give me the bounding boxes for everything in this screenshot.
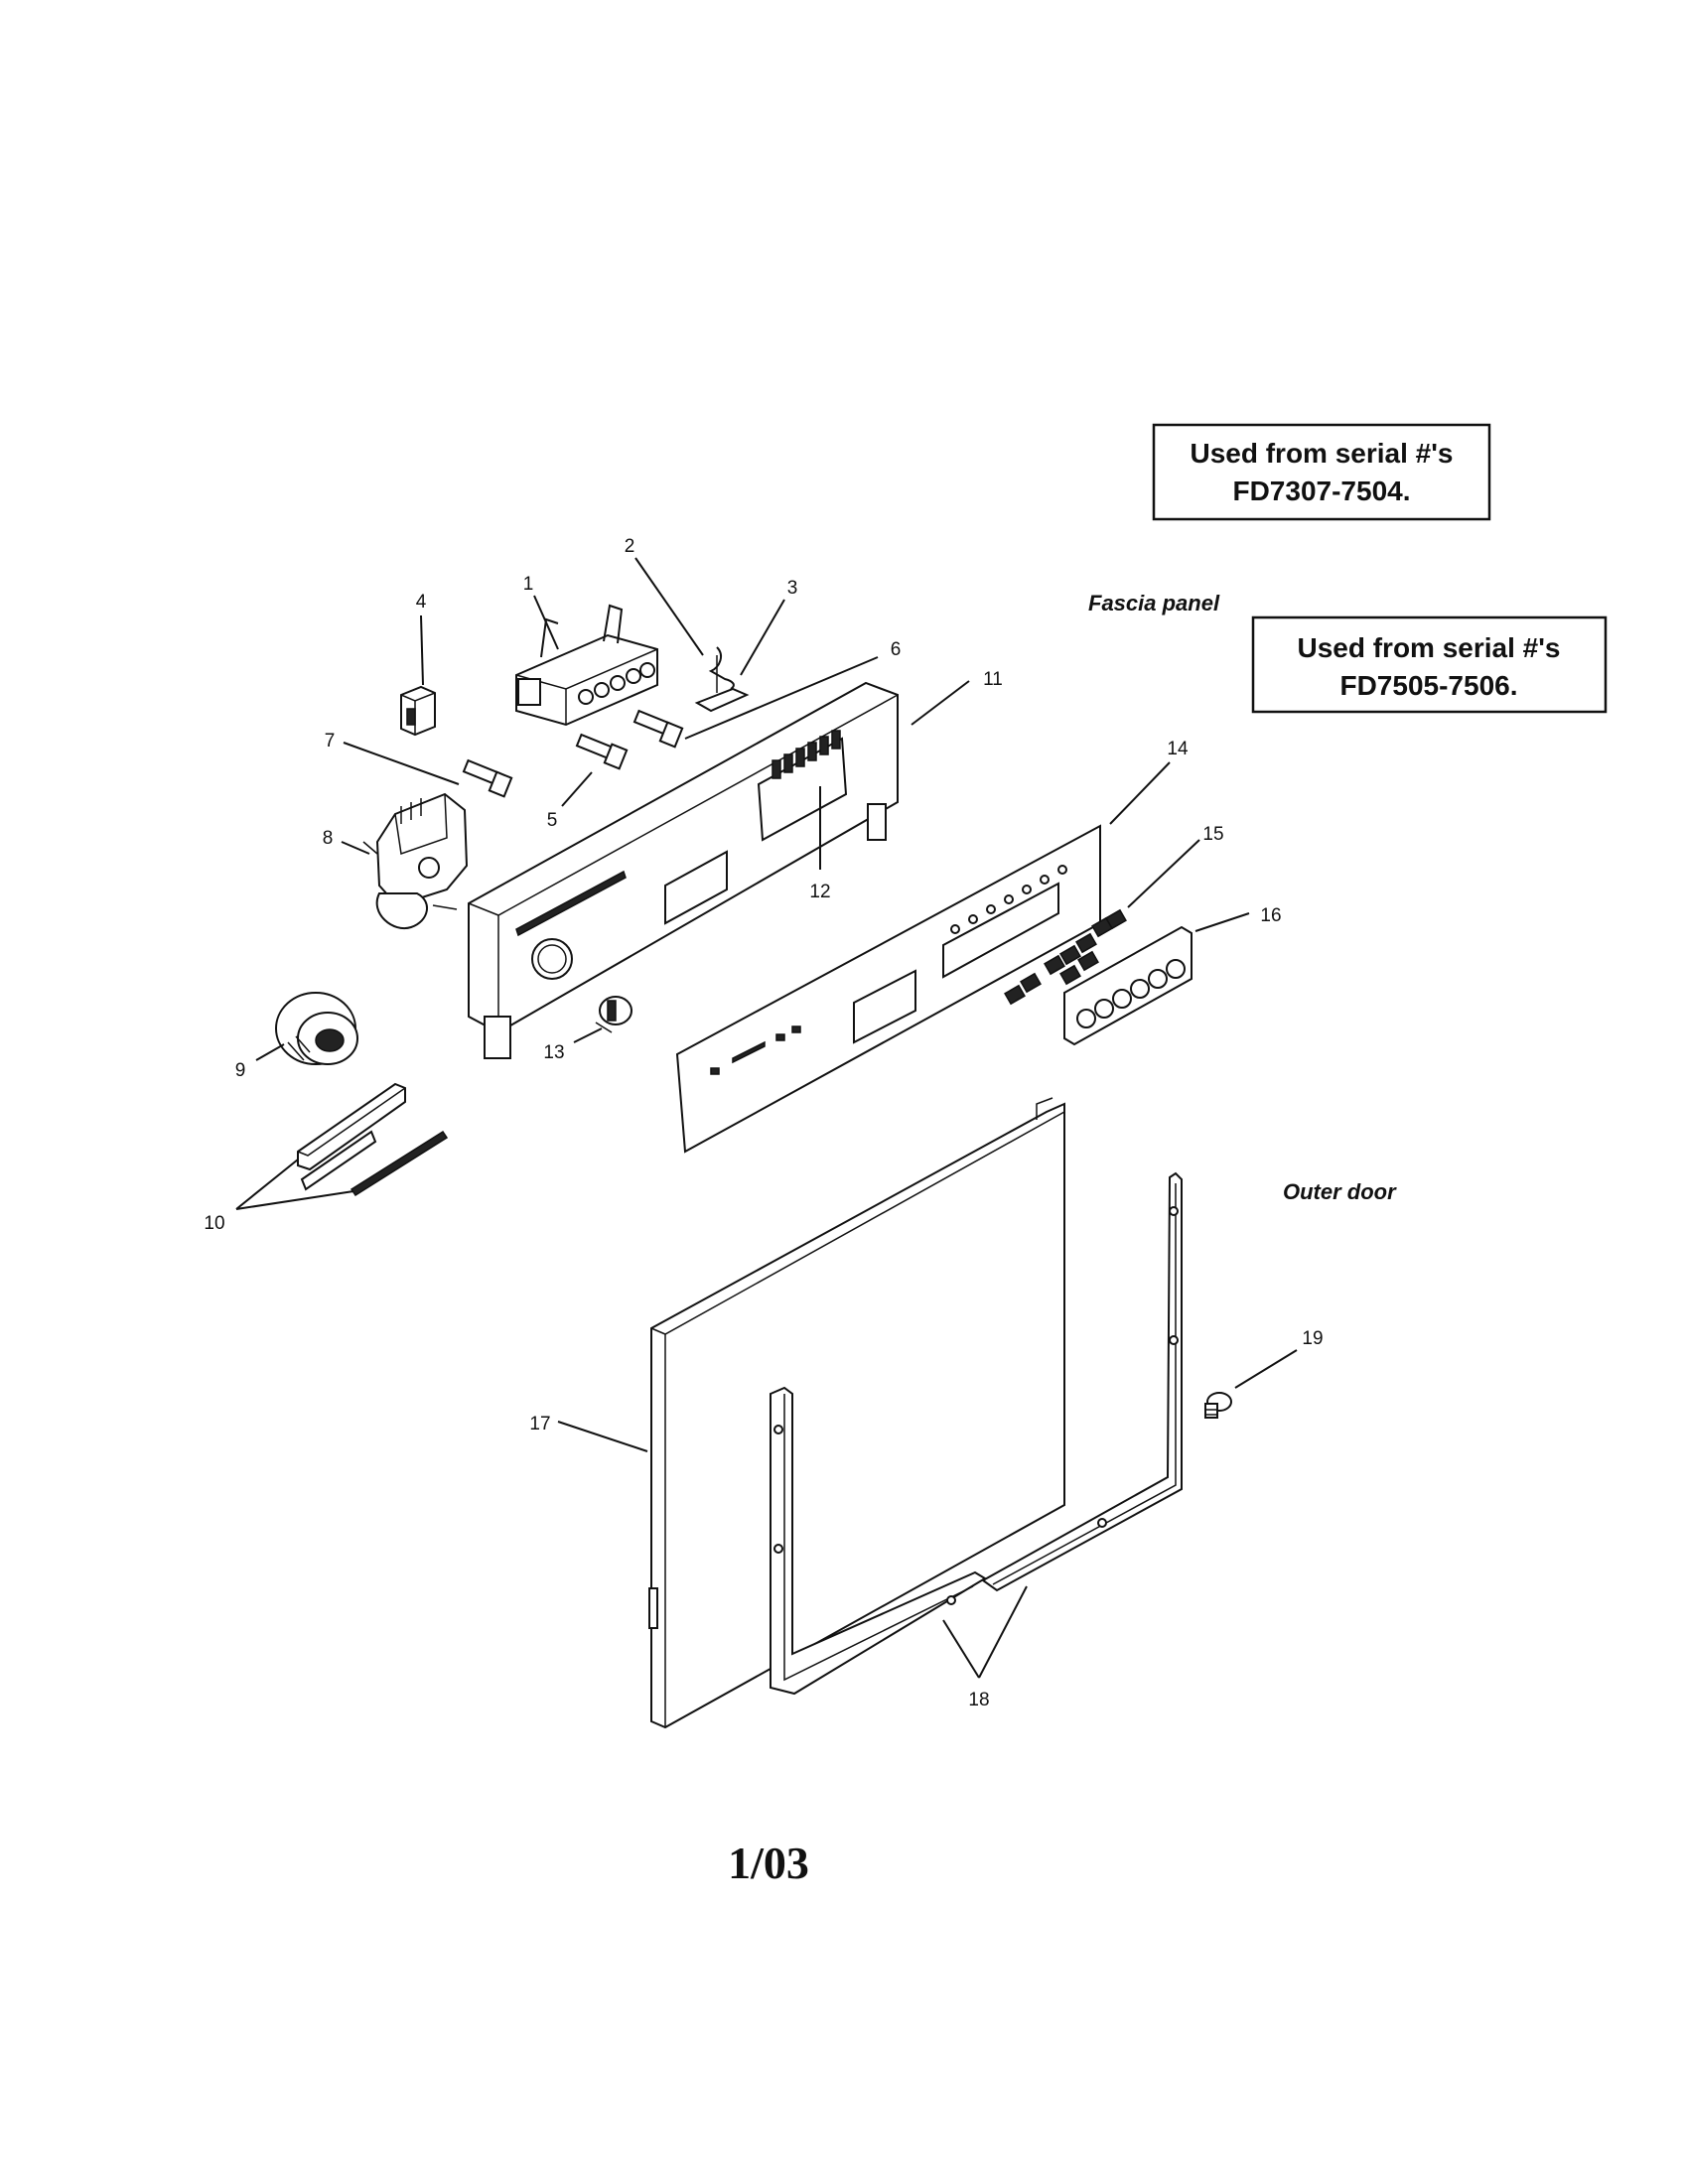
callout-8: 8 <box>323 828 334 849</box>
part-4-relay <box>400 685 436 737</box>
callout-5: 5 <box>547 810 558 831</box>
outer-door-label: Outer door <box>1283 1179 1397 1204</box>
part-13-lamp <box>595 996 632 1033</box>
part-15-springs <box>1004 908 1127 1006</box>
callout-3: 3 <box>787 578 798 599</box>
callout-11: 11 <box>983 669 1003 690</box>
panel-indicator-lights <box>950 865 1067 934</box>
callout-14: 14 <box>1167 739 1189 759</box>
part-2-3-bracket <box>694 646 750 713</box>
callout-19: 19 <box>1302 1328 1323 1349</box>
callout-6: 6 <box>891 639 902 660</box>
part-1-switch-block <box>515 604 658 727</box>
callout-1: 1 <box>523 574 534 595</box>
leader-lines <box>235 557 1298 1679</box>
fascia-panel-label: Fascia panel <box>1088 591 1220 615</box>
callout-2: 2 <box>625 536 635 557</box>
part-19-screw <box>1204 1392 1232 1419</box>
callout-7: 7 <box>325 731 336 751</box>
callout-numbers: 1 2 3 4 5 6 7 8 9 10 11 12 13 14 15 16 1… <box>204 536 1323 1710</box>
part-18-door-trims <box>770 1171 1183 1696</box>
part-9-dial <box>275 992 358 1065</box>
serial-box-2-line1: Used from serial #'s <box>1297 632 1560 663</box>
callout-17: 17 <box>529 1414 550 1434</box>
serial-box-1-line1: Used from serial #'s <box>1190 438 1453 469</box>
part-16-button-caps <box>1063 925 1193 1046</box>
part-17-outer-door <box>648 1097 1065 1729</box>
serial-box-2: Used from serial #'s FD7505-7506. <box>1251 615 1608 714</box>
callout-10: 10 <box>204 1213 224 1234</box>
part-14-front-panel <box>675 824 1101 1154</box>
callout-16: 16 <box>1260 905 1281 926</box>
callout-9: 9 <box>235 1060 246 1081</box>
part-10-strips <box>297 1082 449 1197</box>
callout-13: 13 <box>543 1042 564 1063</box>
callout-18: 18 <box>968 1690 989 1710</box>
serial-box-2-line2: FD7505-7506. <box>1339 670 1517 701</box>
part-5-plunger <box>575 733 629 770</box>
callout-4: 4 <box>416 592 427 613</box>
part-6-plunger <box>632 709 684 749</box>
revision-date: 1/03 <box>728 1838 809 1888</box>
callout-12: 12 <box>809 882 830 902</box>
part-7-plunger <box>462 758 513 798</box>
serial-box-1: Used from serial #'s FD7307-7504. <box>1152 423 1491 521</box>
serial-box-1-line2: FD7307-7504. <box>1232 476 1410 506</box>
part-8-timer <box>362 792 469 930</box>
part-12-keypad-buttons <box>772 730 841 779</box>
part-11-fascia-panel <box>468 681 899 1059</box>
callout-15: 15 <box>1202 824 1223 845</box>
